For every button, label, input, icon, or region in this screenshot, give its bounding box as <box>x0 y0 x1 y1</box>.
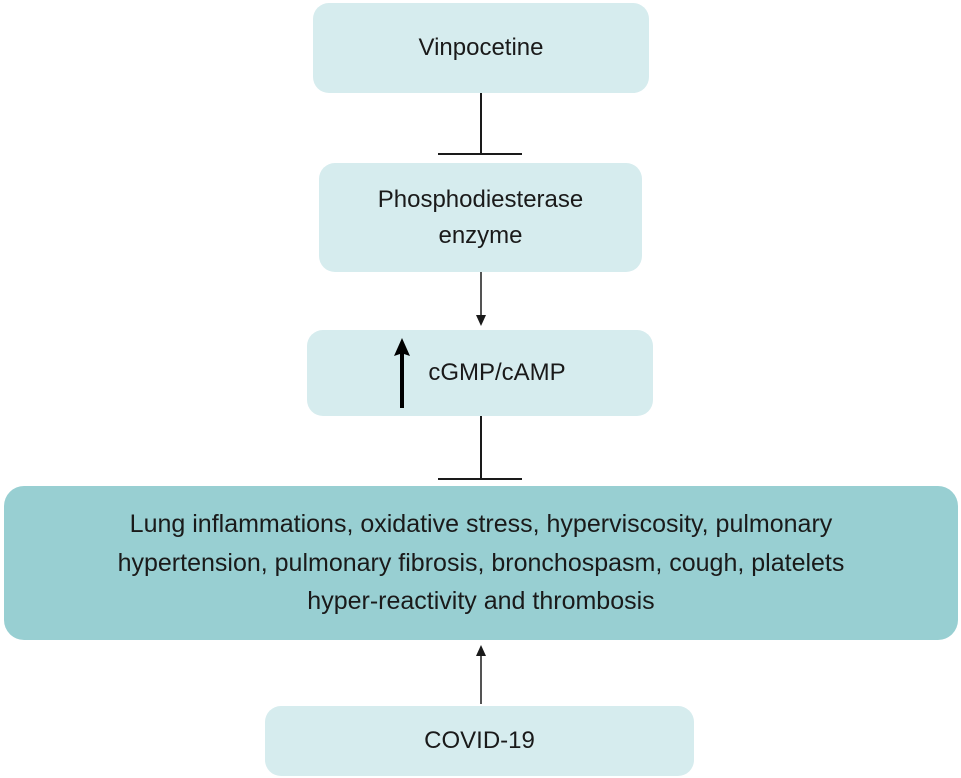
cyclic-nucleotides-label: cGMP/cAMP <box>428 359 566 386</box>
up-arrow-icon <box>394 338 411 408</box>
cyclic-nucleotides-node: cGMP/cAMP <box>307 330 653 416</box>
pulmonary-effects-line-1: Lung inflammations, oxidative stress, hy… <box>129 509 833 538</box>
phosphodiesterase-label-line-2: enzyme <box>438 221 523 249</box>
edge-cyclic-inhibits-effects <box>438 416 522 480</box>
edge-covid-to-effects <box>476 645 486 704</box>
pulmonary-effects-line-2: hypertension, pulmonary fibrosis, bronch… <box>117 548 845 577</box>
vinpocetine-node: Vinpocetine <box>313 3 649 93</box>
pulmonary-effects-line-3: hyper-reactivity and thrombosis <box>307 587 655 616</box>
pulmonary-effects-node: Lung inflammations, oxidative stress, hy… <box>4 486 958 640</box>
vinpocetine-label: Vinpocetine <box>418 34 544 61</box>
edge-vinpocetine-inhibits-pde <box>438 93 522 155</box>
phosphodiesterase-label-line-1: Phosphodiesterase <box>377 185 584 213</box>
covid-19-label: COVID-19 <box>424 727 535 754</box>
edge-pde-to-cyclic-nucleotides <box>476 272 486 326</box>
covid-19-node: COVID-19 <box>265 706 694 776</box>
phosphodiesterase-node: Phosphodiesterase enzyme <box>319 163 642 272</box>
